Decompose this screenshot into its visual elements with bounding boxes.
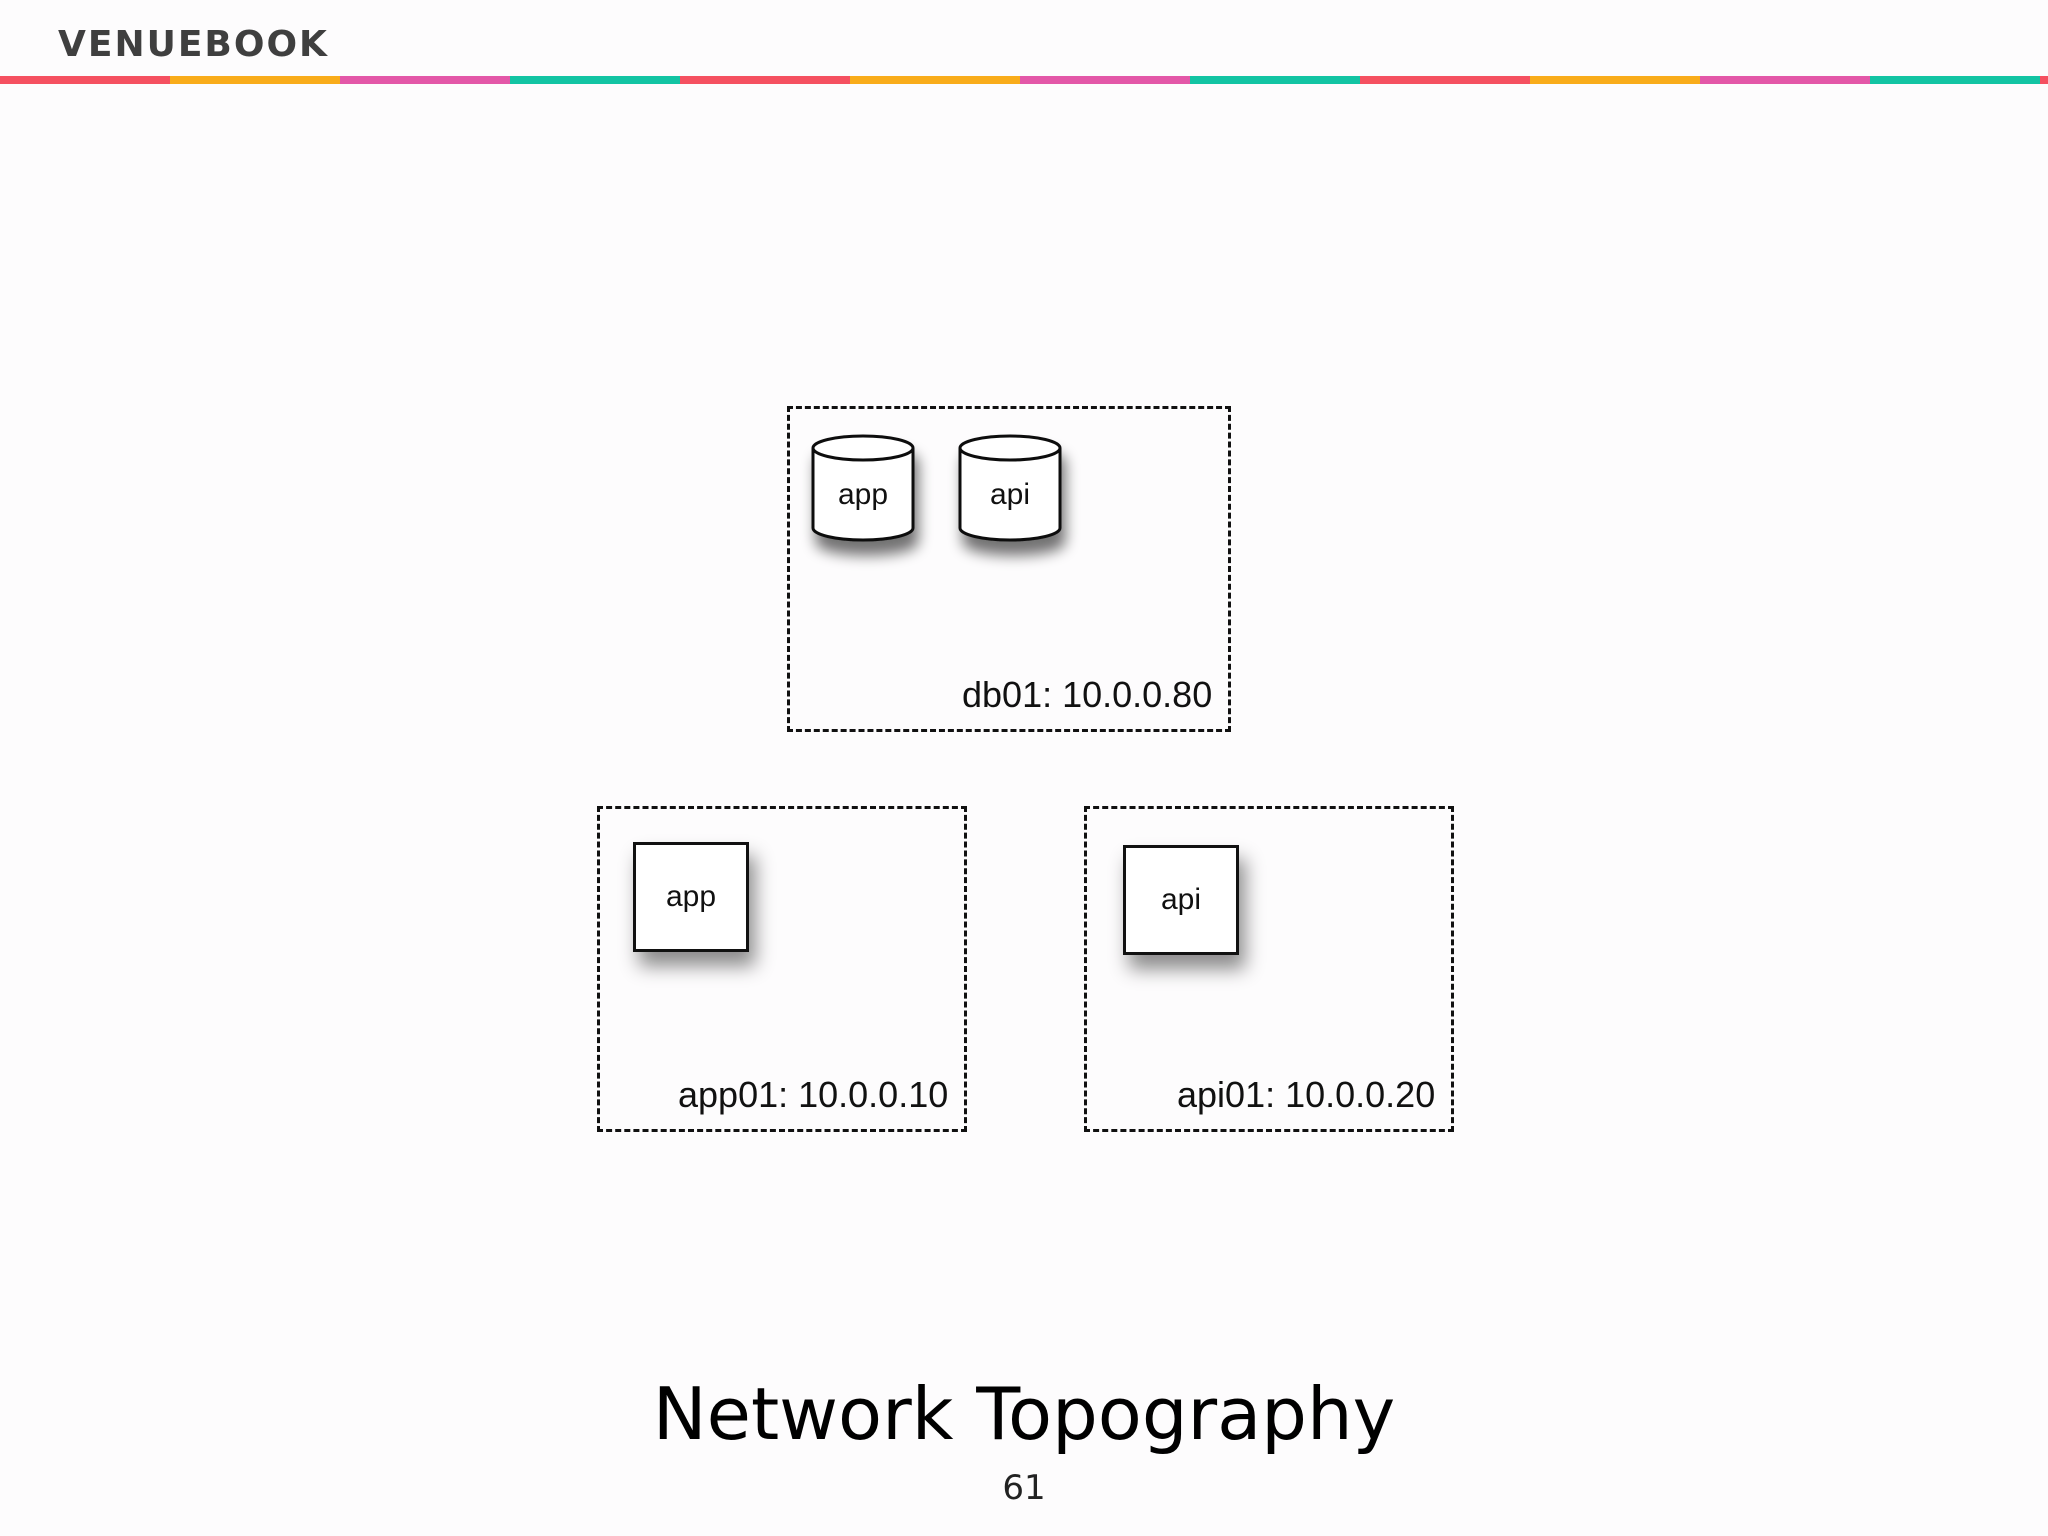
header-stripe — [0, 76, 2048, 84]
stripe-segment — [510, 76, 680, 84]
database-cylinder-api — [958, 434, 1062, 542]
server-label-db01: db01: 10.0.0.80 — [962, 674, 1213, 715]
node-label-api01-api: api — [1160, 883, 1202, 916]
stripe-segment — [1020, 76, 1190, 84]
node-label-db-api: api — [989, 478, 1031, 511]
stripe-segment — [850, 76, 1020, 84]
node-label-app01-app: app — [665, 880, 717, 913]
stripe-segment — [1530, 76, 1700, 84]
server-db01 — [787, 406, 1231, 732]
server-label-api01: api01: 10.0.0.20 — [1177, 1074, 1436, 1115]
stripe-segment — [1870, 76, 2040, 84]
stripe-segment — [1360, 76, 1530, 84]
stripe-segment — [1700, 76, 1870, 84]
server-api01 — [1084, 806, 1454, 1132]
server-label-app01: app01: 10.0.0.10 — [678, 1074, 949, 1115]
slide-title: Network Topography — [652, 1372, 1396, 1456]
database-cylinder-app — [811, 434, 915, 542]
stripe-segment — [680, 76, 850, 84]
stripe-segment — [170, 76, 340, 84]
node-label-db-app: app — [837, 478, 889, 511]
stripe-segment — [0, 76, 170, 84]
node-square-app — [633, 842, 749, 952]
stripe-segment — [2040, 76, 2048, 84]
server-app01 — [597, 806, 967, 1132]
stripe-segment — [1190, 76, 1360, 84]
stripe-segment — [340, 76, 510, 84]
brand-logo: VENUEBOOK — [58, 24, 329, 65]
node-square-api — [1123, 845, 1239, 955]
page-number: 61 — [1002, 1468, 1046, 1508]
